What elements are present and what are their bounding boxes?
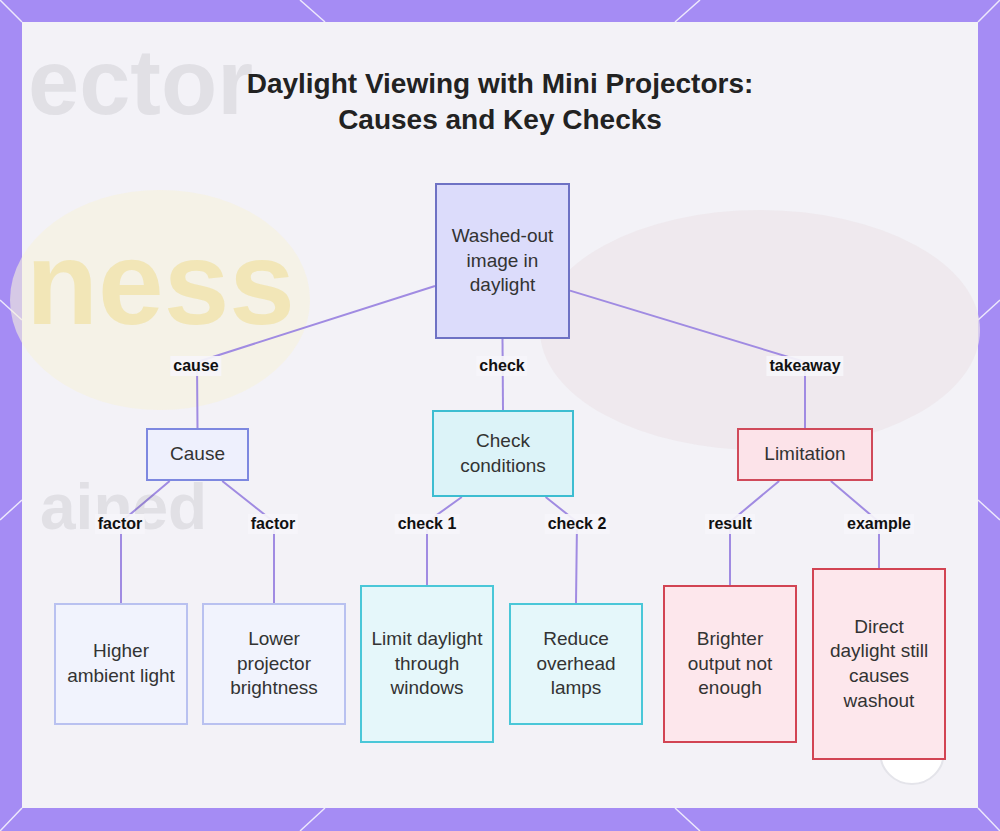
- box-text: Higher ambient light: [64, 639, 178, 688]
- concept-box: Cause: [146, 428, 249, 481]
- connector: [222, 481, 274, 603]
- frame-line: [675, 808, 700, 831]
- box-text: Brighter output not enough: [673, 627, 787, 701]
- edge-label: factor: [95, 514, 145, 534]
- concept-box: Brighter output not enough: [663, 585, 797, 743]
- box-text: Limit daylight through windows: [370, 627, 484, 701]
- box-text: Washed-out image in daylight: [445, 224, 560, 298]
- concept-box: Limitation: [737, 428, 873, 481]
- frame-line: [978, 500, 1000, 520]
- watermark: ector: [28, 30, 253, 135]
- concept-box: Higher ambient light: [54, 603, 188, 725]
- edge-label: result: [705, 514, 755, 534]
- edge-label: check 1: [395, 514, 460, 534]
- edge-label: example: [844, 514, 914, 534]
- box-text: Lower projector brightness: [212, 627, 336, 701]
- box-text: Direct daylight still causes washout: [822, 615, 936, 714]
- frame-line: [978, 808, 1000, 831]
- frame-line: [300, 808, 325, 831]
- concept-box: Lower projector brightness: [202, 603, 346, 725]
- frame-line: [300, 0, 325, 22]
- background-blur: [540, 210, 980, 450]
- connector: [427, 497, 462, 585]
- frame-line: [978, 300, 1000, 320]
- box-text: Check conditions: [442, 429, 564, 478]
- concept-box: Washed-out image in daylight: [435, 183, 570, 339]
- diagram-title: Daylight Viewing with Mini Projectors: C…: [230, 66, 770, 138]
- watermark: ness: [26, 215, 295, 351]
- concept-box: Check conditions: [432, 410, 574, 497]
- frame-line: [0, 0, 22, 22]
- edge-label: check: [476, 356, 527, 376]
- box-text: Limitation: [764, 442, 845, 467]
- edge-label: cause: [170, 356, 221, 376]
- concept-box: Limit daylight through windows: [360, 585, 494, 743]
- connector: [546, 497, 577, 603]
- background-blur: [10, 190, 310, 410]
- box-text: Cause: [170, 442, 225, 467]
- box-text: Reduce overhead lamps: [519, 627, 633, 701]
- edge-label: takeaway: [766, 356, 843, 376]
- frame-line: [0, 808, 22, 831]
- frame-line: [978, 0, 1000, 22]
- edge-label: check 2: [545, 514, 610, 534]
- concept-box: Reduce overhead lamps: [509, 603, 643, 725]
- concept-box: Direct daylight still causes washout: [812, 568, 946, 760]
- frame-line: [675, 0, 700, 22]
- frame-line: [0, 500, 22, 520]
- edge-label: factor: [248, 514, 298, 534]
